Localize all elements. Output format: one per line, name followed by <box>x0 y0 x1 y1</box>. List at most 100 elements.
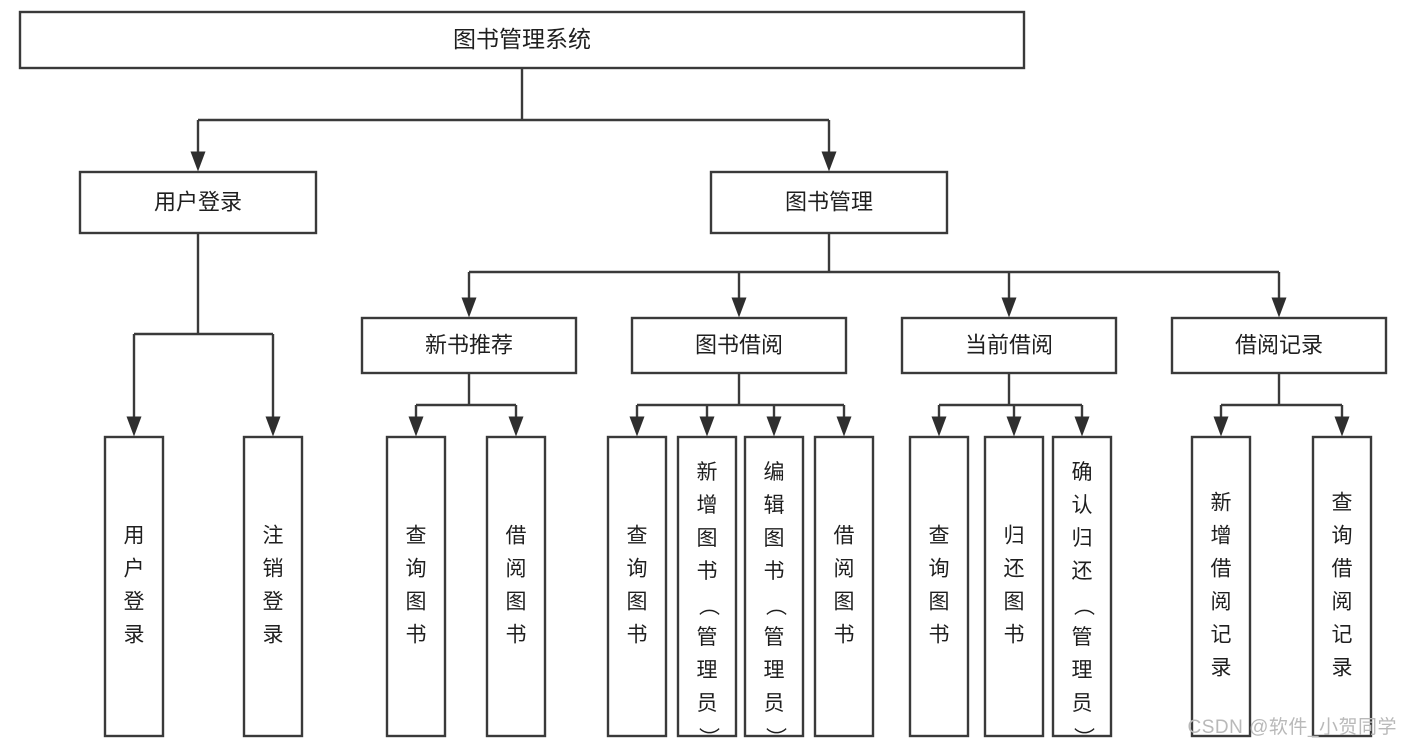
node-box <box>18 10 1026 70</box>
svg-text:查: 查 <box>1332 492 1353 515</box>
node-user-login[interactable]: 用户登录 <box>78 170 318 235</box>
svg-text:阅: 阅 <box>1211 591 1232 614</box>
svg-text:图: 图 <box>627 591 648 614</box>
arrow-head-icon <box>1006 416 1022 437</box>
csdn-watermark: CSDN @软件_小贺同学 <box>1187 717 1397 738</box>
svg-text:）: ） <box>763 727 786 747</box>
svg-text:阅: 阅 <box>1332 591 1353 614</box>
svg-text:询: 询 <box>627 558 648 581</box>
svg-text:登: 登 <box>263 591 284 614</box>
arrow-head-icon <box>126 416 142 437</box>
arrow-head-icon <box>461 297 477 318</box>
svg-text:还: 还 <box>1072 560 1093 583</box>
nodes-layer: 图书管理系统用户登录图书管理新书推荐图书借阅当前借阅借阅记录用户登录注销登录查询… <box>18 10 1388 747</box>
svg-text:询: 询 <box>1332 525 1353 548</box>
node-box <box>78 170 318 235</box>
node-label: 图书管理系统 <box>453 26 591 52</box>
svg-text:还: 还 <box>1004 558 1025 581</box>
svg-text:理: 理 <box>764 659 785 682</box>
svg-text:归: 归 <box>1072 527 1093 550</box>
svg-text:辑: 辑 <box>764 494 785 517</box>
svg-text:书: 书 <box>929 624 950 647</box>
svg-text:记: 记 <box>1211 624 1232 647</box>
node-loan-record[interactable]: 借阅记录 <box>1170 316 1388 375</box>
svg-text:户: 户 <box>124 558 145 581</box>
node-label: 用户登录 <box>124 525 145 647</box>
svg-text:管: 管 <box>764 626 785 649</box>
node-book-borrow[interactable]: 图书借阅 <box>630 316 848 375</box>
node-box <box>103 435 165 738</box>
node-box <box>676 435 738 738</box>
connectors-layer <box>126 68 1350 437</box>
svg-text:书: 书 <box>764 560 785 583</box>
svg-text:销: 销 <box>263 558 284 581</box>
svg-text:增: 增 <box>1211 525 1232 548</box>
node-current-loan[interactable]: 当前借阅 <box>900 316 1118 375</box>
arrow-head-icon <box>1334 416 1350 437</box>
arrow-head-icon <box>629 416 645 437</box>
svg-text:借: 借 <box>506 525 527 548</box>
svg-text:图: 图 <box>697 527 718 550</box>
node-new-book-rec[interactable]: 新书推荐 <box>360 316 578 375</box>
node-box <box>630 316 848 375</box>
svg-text:）: ） <box>1071 727 1094 747</box>
arrow-head-icon <box>699 416 715 437</box>
node-book-manage[interactable]: 图书管理 <box>709 170 949 235</box>
svg-text:编: 编 <box>764 461 785 484</box>
svg-text:图: 图 <box>506 591 527 614</box>
node-label: 借阅记录 <box>1235 332 1323 357</box>
node-box <box>983 435 1045 738</box>
svg-text:员: 员 <box>764 692 785 715</box>
node-label: 图书借阅 <box>695 332 783 357</box>
svg-text:书: 书 <box>697 560 718 583</box>
node-box <box>900 316 1118 375</box>
node-leaf-user-login[interactable]: 用户登录 <box>103 435 165 738</box>
svg-text:理: 理 <box>1072 659 1093 682</box>
node-box <box>485 435 547 738</box>
svg-text:书: 书 <box>1004 624 1025 647</box>
node-root[interactable]: 图书管理系统 <box>18 10 1026 70</box>
svg-text:登: 登 <box>124 591 145 614</box>
node-label: 用户登录 <box>154 189 242 214</box>
svg-text:查: 查 <box>406 525 427 548</box>
node-label: 新书推荐 <box>425 332 513 357</box>
node-box <box>1311 435 1373 738</box>
node-box <box>908 435 970 738</box>
svg-text:阅: 阅 <box>506 558 527 581</box>
arrow-head-icon <box>931 416 947 437</box>
svg-text:图: 图 <box>929 591 950 614</box>
svg-text:查: 查 <box>627 525 648 548</box>
svg-text:书: 书 <box>406 624 427 647</box>
arrow-head-icon <box>731 297 747 318</box>
arrow-head-icon <box>821 151 837 172</box>
node-box <box>813 435 875 738</box>
node-box <box>1051 435 1113 738</box>
node-box <box>385 435 447 738</box>
svg-text:录: 录 <box>1211 657 1232 680</box>
svg-text:用: 用 <box>124 525 145 548</box>
arrow-head-icon <box>265 416 281 437</box>
arrow-head-icon <box>1271 297 1287 318</box>
node-box <box>743 435 805 738</box>
